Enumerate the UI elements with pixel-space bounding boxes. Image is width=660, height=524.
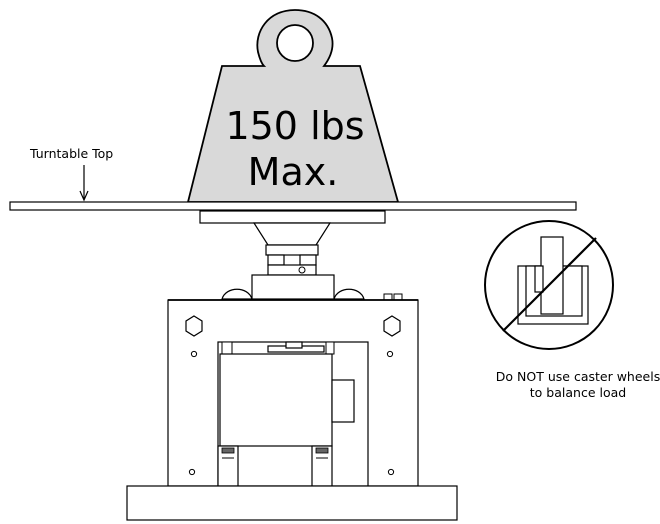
caster-warning-line1: Do NOT use caster wheels xyxy=(496,369,660,384)
no-caster-icon xyxy=(484,220,614,350)
turntable-top-plate xyxy=(9,201,577,211)
drive-frame xyxy=(167,299,419,487)
arrow-down-icon xyxy=(79,165,89,202)
weight-icon: 150 lbs Max. xyxy=(186,9,400,203)
weight-capacity-text: 150 lbs xyxy=(225,104,364,148)
turntable-hub xyxy=(199,210,403,301)
weight-max-text: Max. xyxy=(248,150,339,194)
turntable-top-label: Turntable Top xyxy=(29,146,113,161)
caster-warning-line2: to balance load xyxy=(530,385,626,400)
base-plate xyxy=(126,485,458,521)
